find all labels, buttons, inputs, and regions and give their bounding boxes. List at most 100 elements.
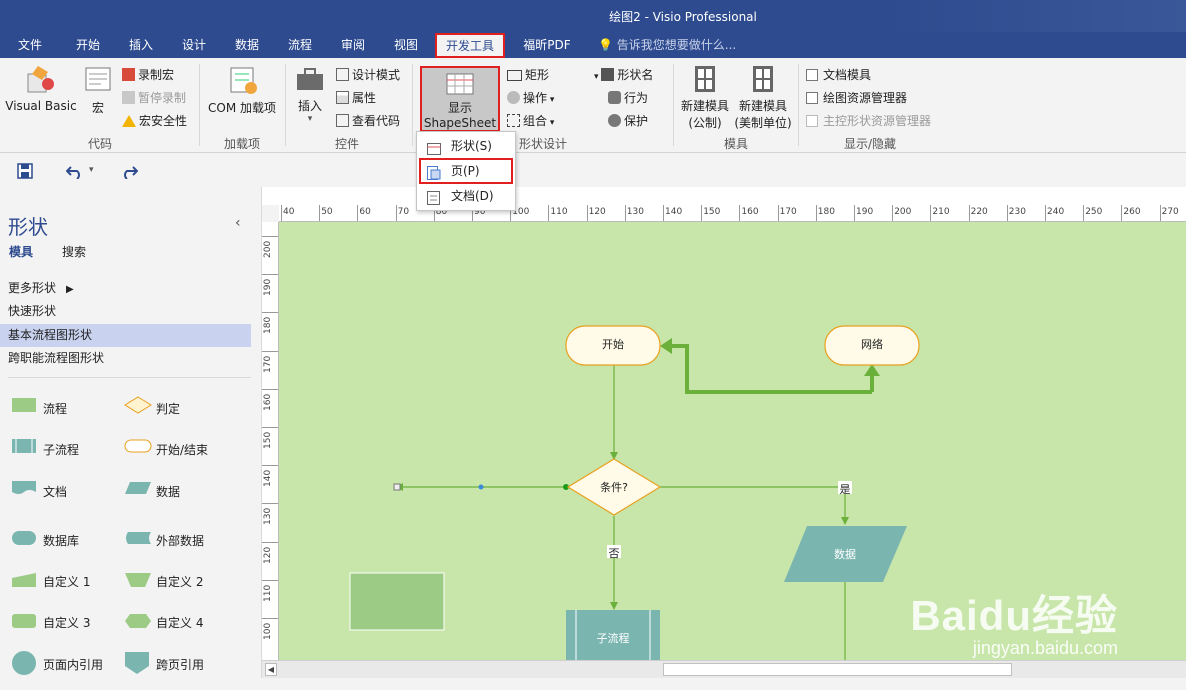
ruler-corner <box>262 205 279 222</box>
database-shape-icon[interactable] <box>11 530 37 546</box>
dropdown-item-document[interactable]: 文档(D) <box>421 185 511 207</box>
network-shape[interactable] <box>824 325 920 366</box>
rectangle-shape[interactable] <box>349 572 445 631</box>
start-end-shape-icon[interactable] <box>124 439 152 453</box>
tab-stencils[interactable]: 模具 <box>9 245 34 259</box>
control-handle[interactable] <box>478 484 484 490</box>
redo-icon[interactable] <box>120 163 138 179</box>
tab-foxit-pdf[interactable]: 福昕PDF <box>523 38 571 52</box>
custom-2-shape-icon[interactable] <box>124 572 152 588</box>
ruler-label: 250 <box>1085 207 1103 217</box>
visual-basic-button[interactable]: Visual Basic <box>4 64 78 124</box>
menu-bar: 文件 开始 插入 设计 数据 流程 审阅 视图 开发工具 福昕PDF <box>0 32 1186 58</box>
ruler-label: 110 <box>263 584 273 602</box>
data-shape[interactable] <box>784 526 907 582</box>
custom-4-shape-label: 自定义 4 <box>156 616 204 630</box>
scroll-left-icon[interactable]: ◀ <box>265 663 277 676</box>
undo-icon[interactable] <box>66 163 84 179</box>
ruler-tick <box>777 205 779 221</box>
ruler-label: 170 <box>263 355 273 373</box>
design-mode-button[interactable]: 设计模式 <box>336 66 400 83</box>
subprocess-shape[interactable] <box>566 610 660 660</box>
data-shape-icon[interactable] <box>124 481 152 495</box>
drawing-explorer-checkbox[interactable]: 绘图资源管理器 <box>806 89 907 106</box>
operations-button[interactable]: 操作 ▾ <box>507 89 554 106</box>
condition-shape[interactable] <box>566 458 662 516</box>
document-shape-icon[interactable] <box>11 480 37 496</box>
separator <box>285 64 286 146</box>
shapesheet-dropdown: 形状(S) 页(P) 文档(D) <box>416 131 516 211</box>
category-quick-shapes[interactable]: 快速形状 <box>8 304 57 318</box>
macros-button[interactable]: 宏 <box>80 64 116 124</box>
ruler-tick <box>319 205 321 221</box>
group-button[interactable]: 组合 ▾ <box>507 112 554 129</box>
ruler-tick <box>433 205 435 221</box>
tab-data[interactable]: 数据 <box>234 38 259 52</box>
custom-1-shape-icon[interactable] <box>11 572 37 588</box>
start-shape[interactable] <box>565 325 661 366</box>
master-explorer-checkbox: 主控形状资源管理器 <box>806 112 931 129</box>
category-more-shapes[interactable]: 更多形状▶ <box>8 281 74 295</box>
ruler-tick <box>815 205 817 221</box>
pause-icon <box>122 91 135 104</box>
subprocess-shape-icon[interactable] <box>11 438 37 454</box>
ruler-label: 60 <box>359 207 371 217</box>
insert-control-button[interactable]: 插入 ▾ <box>290 64 330 130</box>
ruler-tick <box>1083 205 1085 221</box>
tell-me-box[interactable]: 💡 告诉我您想要做什么... <box>598 32 736 58</box>
drawing-canvas[interactable]: 开始 网络 条件? 是 否 数据 子流程 <box>279 222 1186 660</box>
tab-search[interactable]: 搜索 <box>62 245 87 259</box>
save-icon[interactable] <box>17 163 33 179</box>
collapse-pane-icon[interactable]: ‹ <box>235 215 241 231</box>
group-label-show-hide: 显示/隐藏 <box>843 137 897 151</box>
rectangle-button[interactable]: 矩形 <box>507 66 549 83</box>
tab-insert[interactable]: 插入 <box>128 38 153 52</box>
off-page-reference-shape-icon[interactable] <box>124 651 150 675</box>
scrollbar-thumb[interactable] <box>663 663 1012 676</box>
category-cross-functional[interactable]: 跨职能流程图形状 <box>8 351 105 365</box>
arrowhead <box>660 338 672 354</box>
connector-network-to-start[interactable] <box>669 344 872 394</box>
new-stencil-metric-button[interactable]: 新建模具 (公制) <box>678 64 732 130</box>
dropdown-item-page[interactable]: 页(P) <box>419 158 513 184</box>
ruler-label: 200 <box>263 240 273 258</box>
ruler-label: 90 <box>474 207 486 217</box>
tab-view[interactable]: 视图 <box>393 38 418 52</box>
custom-4-shape-icon[interactable] <box>124 613 152 629</box>
behavior-button[interactable]: 行为 <box>608 89 648 106</box>
new-stencil-us-button[interactable]: 新建模具 (美制单位) <box>733 64 793 130</box>
tab-review[interactable]: 审阅 <box>340 38 365 52</box>
custom-3-shape-icon[interactable] <box>11 613 37 629</box>
macro-security-button[interactable]: 宏安全性 <box>122 112 187 129</box>
show-shapesheet-button[interactable]: 显示 ShapeSheet <box>420 66 500 132</box>
tab-file[interactable]: 文件 <box>17 38 42 52</box>
decision-shape-icon[interactable] <box>124 396 152 414</box>
ruler-label: 50 <box>321 207 333 217</box>
connection-handle[interactable] <box>393 483 401 491</box>
shape-name-button[interactable]: ▾ 形状名 <box>594 68 654 82</box>
dropdown-item-shape[interactable]: 形状(S) <box>421 135 511 157</box>
tab-home[interactable]: 开始 <box>75 38 100 52</box>
properties-button[interactable]: 属性 <box>336 89 376 106</box>
tab-developer[interactable]: 开发工具 <box>435 33 505 58</box>
protection-button[interactable]: 保护 <box>608 112 648 129</box>
process-shape-icon[interactable] <box>11 397 37 413</box>
document-stencil-checkbox[interactable]: 文档模具 <box>806 66 871 83</box>
process-shape-label: 流程 <box>43 402 68 416</box>
macros-label: 宏 <box>91 101 104 115</box>
record-macro-button[interactable]: 录制宏 <box>122 66 174 83</box>
shapes-pane-title: 形状 <box>8 215 48 239</box>
on-page-reference-shape-icon[interactable] <box>11 650 37 676</box>
external-data-shape-icon[interactable] <box>124 531 152 545</box>
no-label: 否 <box>608 547 620 560</box>
ruler-label: 100 <box>263 622 273 640</box>
ruler-label: 110 <box>550 207 568 217</box>
com-addins-button[interactable]: COM 加载项 <box>204 64 280 124</box>
dropdown-arrow-icon[interactable]: ▾ <box>89 165 94 175</box>
operations-icon <box>507 91 520 104</box>
category-basic-flowchart[interactable]: 基本流程图形状 <box>0 324 251 347</box>
view-code-button[interactable]: 查看代码 <box>336 112 400 129</box>
horizontal-scrollbar[interactable]: ◀ <box>262 660 1186 678</box>
tab-design[interactable]: 设计 <box>181 38 206 52</box>
tab-process[interactable]: 流程 <box>287 38 312 52</box>
